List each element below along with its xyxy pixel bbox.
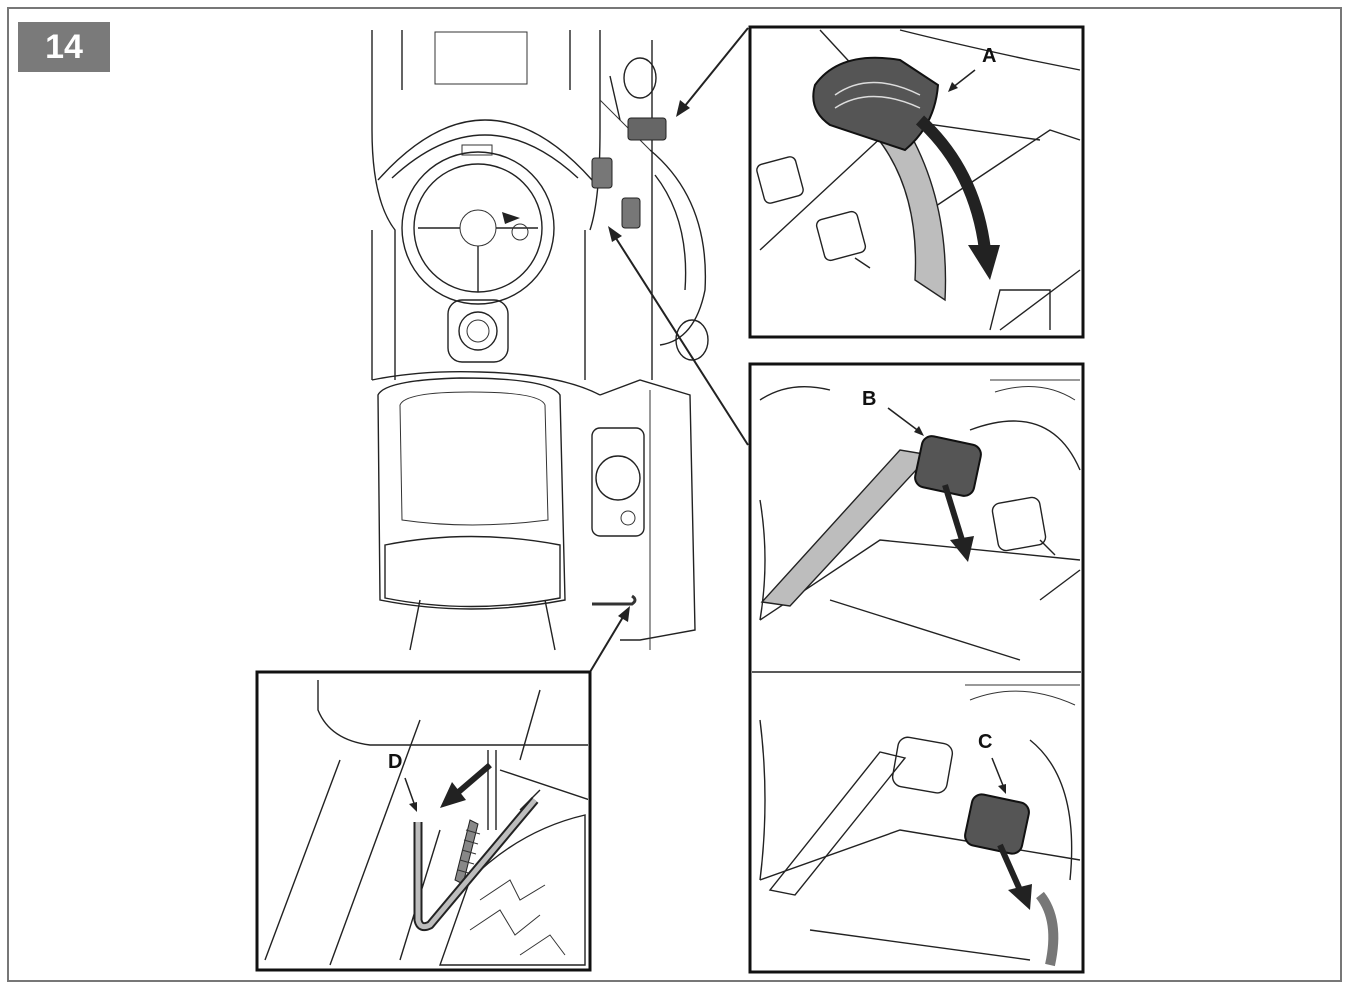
figure-number-badge: 14 xyxy=(18,22,110,72)
steering-wheel xyxy=(401,151,555,305)
seat xyxy=(377,377,566,610)
panel-d: D xyxy=(255,670,592,972)
panel-c: C xyxy=(759,684,1081,967)
figure-frame xyxy=(7,7,1342,982)
brake-pedal-icon xyxy=(812,56,940,152)
callout-b: B xyxy=(862,388,876,410)
callout-a: A xyxy=(982,45,996,67)
figure-number: 14 xyxy=(45,27,83,66)
callout-d: D xyxy=(388,751,402,773)
leader-arrows xyxy=(589,27,749,673)
tractor-top-view xyxy=(371,30,709,651)
fuel-cap xyxy=(447,299,509,363)
panel-b: B xyxy=(759,379,1081,661)
right-brake-pedal-icon xyxy=(964,793,1030,855)
panel-a: A xyxy=(748,25,1085,339)
callout-c: C xyxy=(978,731,992,753)
left-brake-pedal-icon xyxy=(914,435,982,497)
